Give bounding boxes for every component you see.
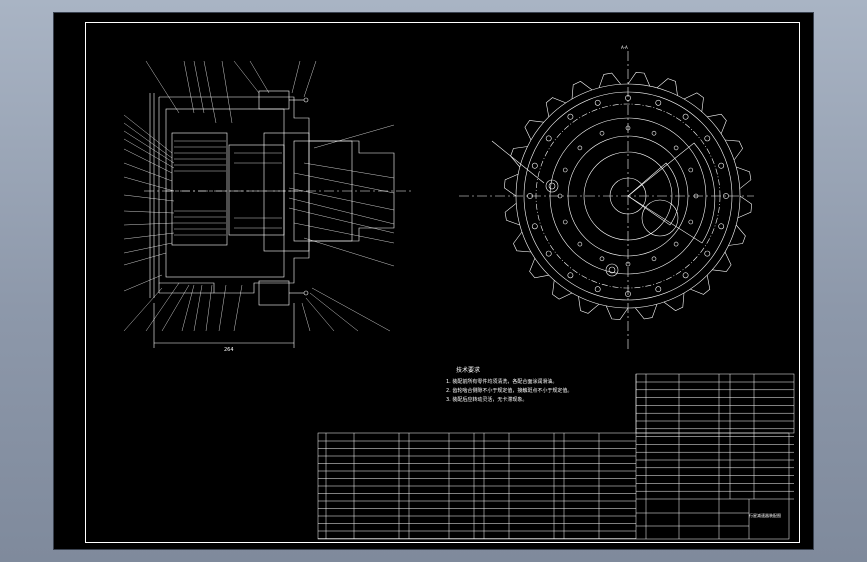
technical-requirements: 技术要求 1. 装配前所有零件均须清洗，各配合面涂润滑油。 2. 齿轮啮合侧隙不… (446, 366, 572, 405)
bolt-hole (545, 250, 552, 257)
bolt-hole (682, 272, 689, 279)
tooth-profile (503, 71, 753, 321)
bolt-hole (651, 256, 657, 262)
bolt-hole (688, 167, 694, 173)
parts-list (317, 373, 795, 540)
dimension-label: 264 (224, 347, 234, 353)
bolt-hole (599, 130, 605, 136)
bolt-hole (594, 99, 601, 106)
bolt-hole (693, 193, 699, 199)
bolt-hole (688, 219, 694, 225)
bolt-hole (651, 130, 657, 136)
bolt-hole (599, 256, 605, 262)
bolt-holes (527, 95, 729, 297)
drawing-frame (85, 22, 800, 543)
tech-requirement-2: 2. 齿轮啮合侧隙不小于规定值，接触斑点不小于规定值。 (446, 388, 573, 394)
bolt-hole (527, 193, 533, 199)
section-label: A-A (621, 45, 628, 50)
bolt-hole (625, 261, 631, 267)
bolt-hole (577, 241, 583, 247)
tech-requirement-1: 1. 装配前所有零件均须清洗，各配合面涂润滑油。 (446, 379, 558, 385)
bolt-hole (673, 145, 679, 151)
title-block-name: 行星减速器装配图 (749, 513, 781, 518)
bolt-hole (545, 135, 552, 142)
sprocket-teeth (503, 71, 753, 321)
tech-requirement-3: 3. 装配后应转动灵活，无卡滞现象。 (446, 397, 528, 403)
bolt-hole (718, 223, 725, 230)
cad-drawing: 264 A-A (123, 45, 795, 540)
bolt-hole (567, 272, 574, 279)
bolt-hole (567, 113, 574, 120)
bolt-hole (577, 145, 583, 151)
bolt-hole (625, 291, 631, 297)
bolt-hole (531, 162, 538, 169)
bolt-hole (718, 162, 725, 169)
bolt-hole (562, 167, 568, 173)
bolt-hole (594, 286, 601, 293)
bolt-hole (655, 99, 662, 106)
drawing-sheet: 264 A-A 技术要求 1. 装配前所有零件均须清洗，各配合面涂润滑油。 2.… (54, 13, 813, 549)
bolt-hole (723, 193, 729, 199)
bolt-hole (625, 95, 631, 101)
bolt-hole (562, 219, 568, 225)
bolt-hole (704, 250, 711, 257)
bolt-hole (655, 286, 662, 293)
section-view (123, 60, 414, 348)
bolt-hole (704, 135, 711, 142)
sprocket-view (459, 51, 754, 351)
tech-requirements-title: 技术要求 (456, 367, 481, 374)
bolt-hole (531, 223, 538, 230)
bolt-hole (625, 125, 631, 131)
bolt-hole (682, 113, 689, 120)
bolt-hole (673, 241, 679, 247)
bolt-hole (557, 193, 563, 199)
